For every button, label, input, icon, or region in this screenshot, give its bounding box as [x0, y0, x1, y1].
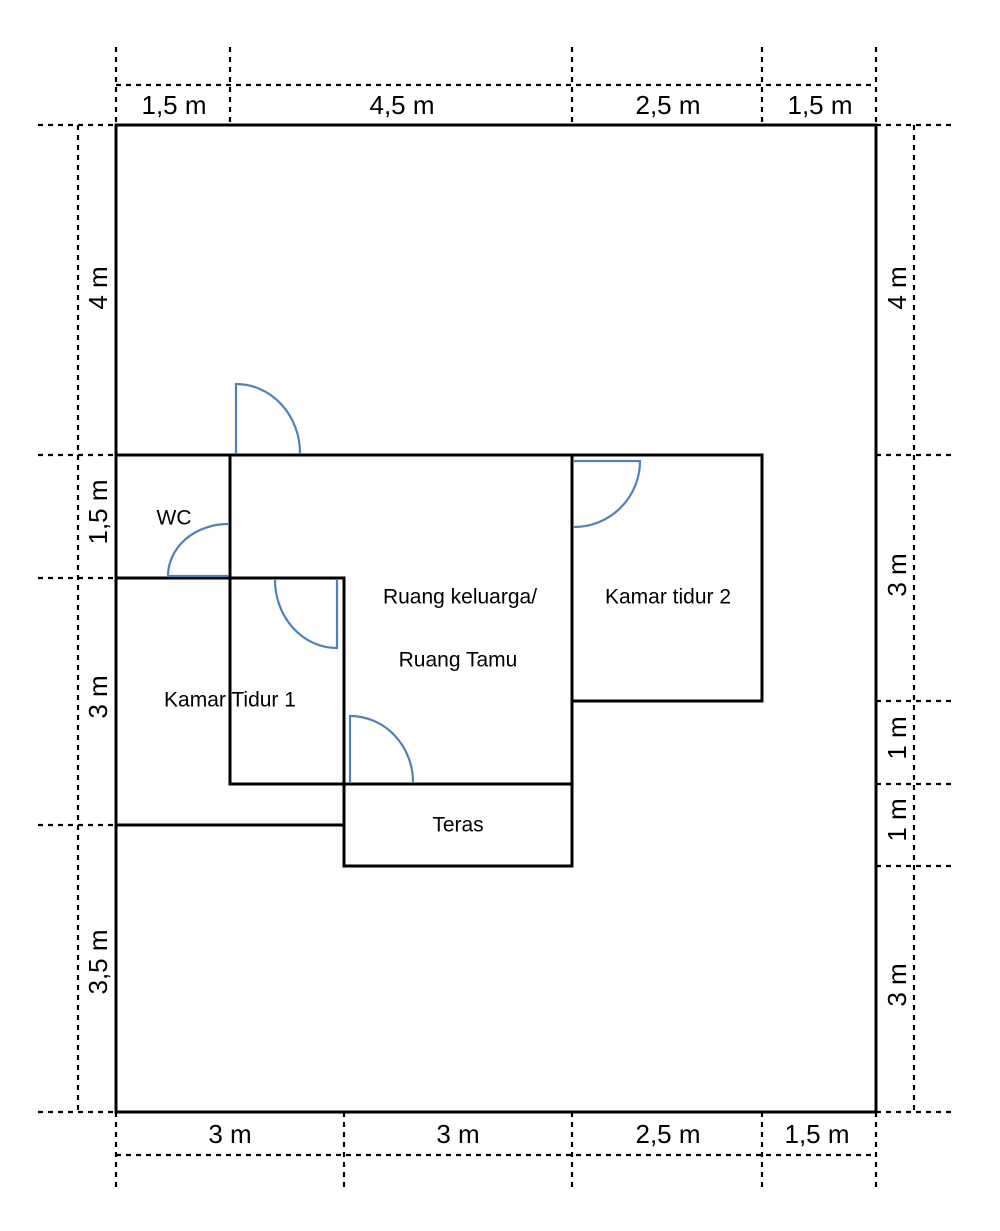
dim-label-left-3: 3 m: [83, 675, 113, 718]
dimension-lines: [38, 47, 955, 1192]
door-wc: [166, 522, 229, 578]
room-label-kamar-tidur-2: Kamar tidur 2: [605, 586, 731, 609]
dim-label-top-4: 1,5 m: [787, 90, 852, 120]
room-labels: WC Kamar Tidur 1 Ruang keluarga/ Ruang T…: [157, 507, 732, 837]
teras-walls: [342, 782, 574, 868]
door-main-top: [234, 382, 302, 454]
door-teras: [348, 714, 415, 783]
walls: [114, 123, 878, 1114]
dim-label-top-1: 1,5 m: [141, 90, 206, 120]
dim-label-right-5: 3 m: [882, 963, 912, 1006]
ruang-keluarga-walls: [228, 453, 574, 786]
dim-label-bottom-4: 1,5 m: [784, 1119, 849, 1149]
dim-label-bottom-3: 2,5 m: [635, 1119, 700, 1149]
room-label-ruang-keluarga-2: Ruang Tamu: [399, 649, 518, 672]
dim-label-right-4: 1 m: [882, 798, 912, 841]
dim-labels-top: 1,5 m 4,5 m 2,5 m 1,5 m: [141, 90, 852, 120]
dim-label-top-3: 2,5 m: [635, 90, 700, 120]
room-label-wc: WC: [157, 507, 192, 530]
door-kamar-tidur-1: [273, 579, 339, 650]
room-label-teras: Teras: [432, 814, 483, 837]
dim-labels-right: 4 m 3 m 1 m 1 m 3 m: [882, 266, 912, 1006]
door-kamar-tidur-2: [573, 459, 642, 529]
dim-label-left-2: 1,5 m: [83, 479, 113, 544]
dim-label-right-3: 1 m: [882, 716, 912, 759]
dim-label-bottom-2: 3 m: [436, 1119, 479, 1149]
doors: [166, 382, 642, 783]
dim-label-right-1: 4 m: [882, 266, 912, 309]
room-label-ruang-keluarga-1: Ruang keluarga/: [383, 586, 537, 609]
room-label-kamar-tidur-1: Kamar Tidur 1: [164, 689, 296, 712]
dim-labels-bottom: 3 m 3 m 2,5 m 1,5 m: [208, 1119, 849, 1149]
dim-label-bottom-1: 3 m: [208, 1119, 251, 1149]
dim-label-right-2: 3 m: [882, 553, 912, 596]
dim-label-top-2: 4,5 m: [369, 90, 434, 120]
dim-label-left-1: 4 m: [83, 266, 113, 309]
dim-label-left-4: 3,5 m: [83, 929, 113, 994]
dim-labels-left: 4 m 1,5 m 3 m 3,5 m: [83, 266, 113, 994]
kamar-tidur-2-walls: [570, 453, 764, 703]
